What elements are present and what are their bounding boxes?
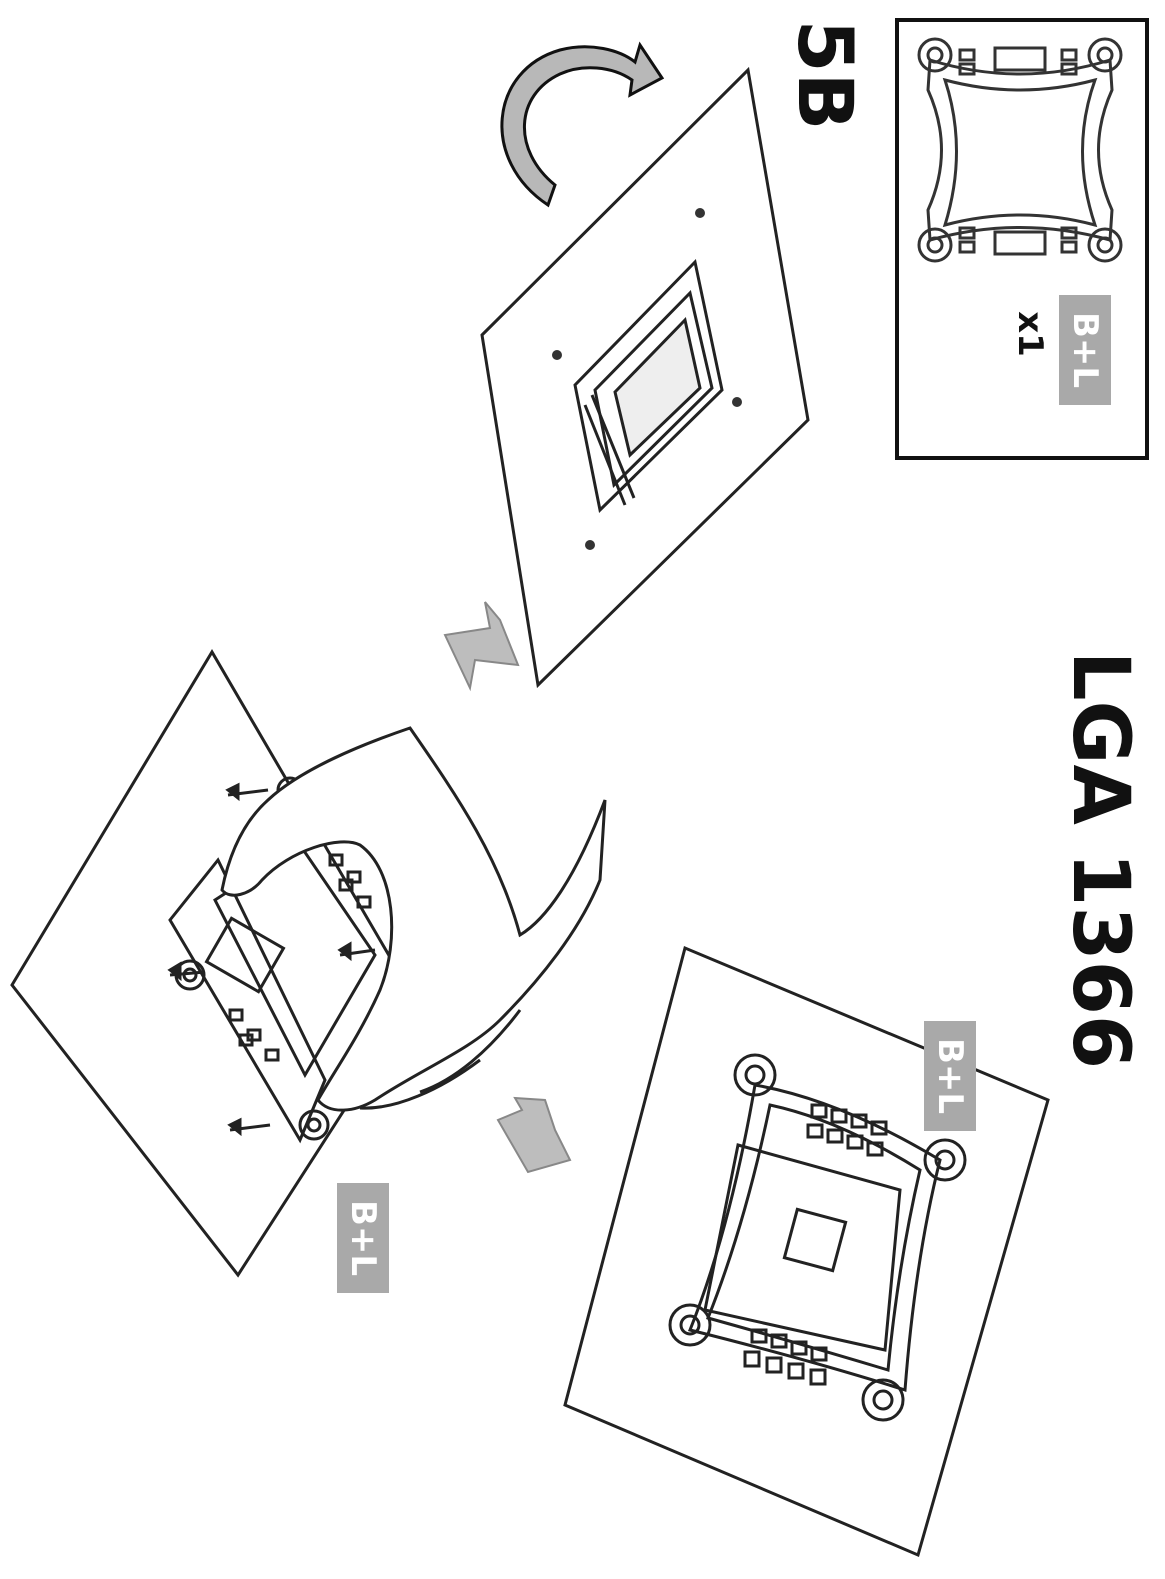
backplate-part-box — [895, 18, 1149, 460]
hand-bracket-badge: B+L — [337, 1183, 389, 1293]
cpu-socket — [573, 258, 724, 514]
screw-icon — [167, 782, 376, 1137]
installed-bracket-badge: B+L — [924, 1021, 976, 1131]
mounting-hole — [695, 208, 705, 218]
rotate-arrow-icon — [500, 41, 665, 208]
mounting-hole — [585, 540, 595, 550]
step-label: 5B — [781, 19, 870, 131]
motherboard-with-hand — [10, 649, 607, 1278]
backplate-illustration — [917, 37, 1123, 263]
down-arrow-icon — [496, 1096, 572, 1174]
bracket-installed — [668, 1053, 967, 1422]
mounting-hole — [552, 350, 562, 360]
part-quantity: x1 — [1010, 311, 1050, 357]
mounting-hole — [732, 397, 742, 407]
motherboard-top — [480, 66, 810, 689]
part-badge: B+L — [1059, 295, 1111, 405]
down-arrow-icon — [443, 601, 520, 692]
hand-icon — [220, 726, 607, 1112]
socket-label: LGA 1366 — [1055, 650, 1145, 1070]
